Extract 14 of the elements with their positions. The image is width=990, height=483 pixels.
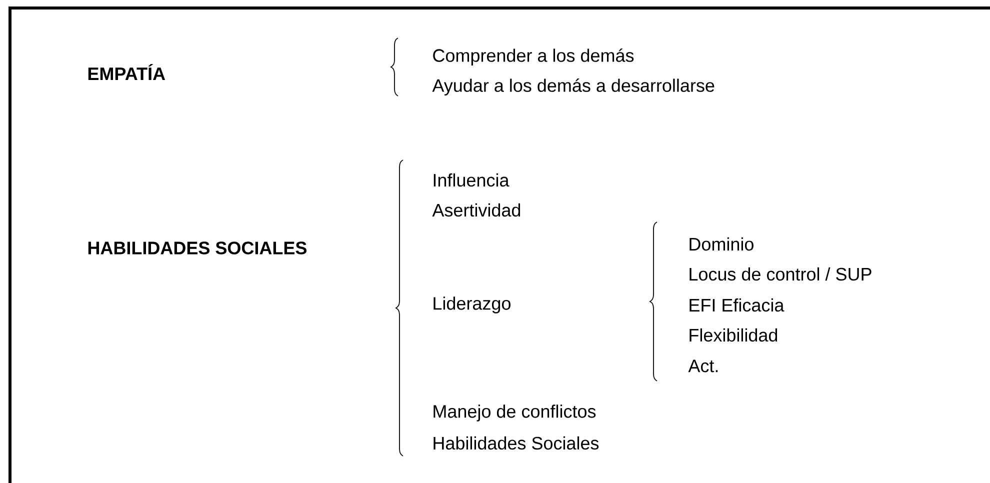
label: Habilidades Sociales [434,436,599,450]
label: Comprender a los demás [433,48,634,66]
label: Act. [688,360,718,372]
label: Locus de control / SUP [690,267,872,281]
label: Dominio [690,237,754,251]
label: EFI Eficacia [690,298,784,312]
label: Manejo de conflictos [434,404,596,422]
label: Ayudar a los demás a desarrollarse [432,78,714,96]
label: Asertividad [432,203,520,217]
label: Liderazgo [434,296,510,314]
label: Flexibilidad [690,328,778,342]
label: HABILIDADES SOCIALES [88,242,306,254]
label: EMPATÍA [88,64,166,80]
label: Influencia [434,173,510,187]
